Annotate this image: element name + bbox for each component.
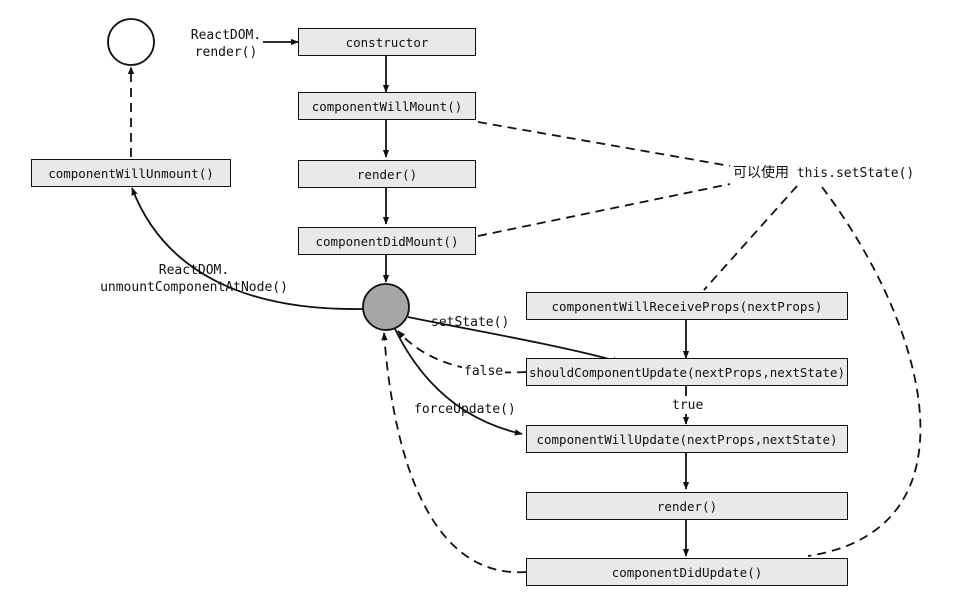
- reactdom-render-line1: ReactDOM.: [190, 28, 262, 43]
- reactdom-render-label: ReactDOM. render(): [184, 27, 268, 61]
- arrow-setstate-to-shouldupdate: [407, 316, 621, 364]
- setstate-note-code: this.setState(): [796, 166, 915, 181]
- component-will-receive-props-box: componentWillReceiveProps(nextProps): [526, 292, 848, 320]
- setstate-label: setState(): [431, 315, 510, 330]
- arrow-forceupdate-to-willupdate: [394, 328, 523, 436]
- start-node: [107, 18, 155, 66]
- component-will-update-box: componentWillUpdate(nextProps,nextState): [526, 425, 848, 453]
- constructor-box: constructor: [298, 28, 476, 56]
- mounted-state-node: [362, 283, 410, 331]
- render-mount-box: render(): [298, 160, 476, 188]
- dash-note-to-receiveprops: [703, 185, 798, 291]
- force-update-label: forceUpdate(): [414, 402, 516, 417]
- setstate-note-prefix: 可以使用: [733, 165, 789, 181]
- arrow-didupdate-to-state: [381, 332, 527, 573]
- false-label: false: [462, 363, 506, 380]
- dash-note-to-didupdate: [807, 186, 922, 557]
- component-will-mount-box: componentWillMount(): [298, 92, 476, 120]
- component-did-mount-box: componentDidMount(): [298, 227, 476, 255]
- should-component-update-box: shouldComponentUpdate(nextProps,nextStat…: [526, 358, 848, 386]
- setstate-note: 可以使用 this.setState(): [731, 165, 917, 182]
- dash-didmount-to-note: [477, 183, 731, 237]
- reactdom-render-line2: render(): [194, 45, 258, 60]
- arrow-false-to-state: [397, 330, 527, 374]
- unmount-label-line1: ReactDOM.: [158, 263, 230, 278]
- component-did-update-box: componentDidUpdate(): [526, 558, 848, 586]
- unmount-label-line2: unmountComponentAtNode(): [100, 280, 288, 295]
- component-will-unmount-box: componentWillUnmount(): [31, 159, 231, 187]
- unmount-component-label: ReactDOM. unmountComponentAtNode(): [74, 262, 314, 296]
- arrow-state-to-willunmount: [131, 187, 364, 310]
- true-label: true: [670, 397, 706, 414]
- dash-willmount-to-note: [477, 121, 731, 167]
- render-update-box: render(): [526, 492, 848, 520]
